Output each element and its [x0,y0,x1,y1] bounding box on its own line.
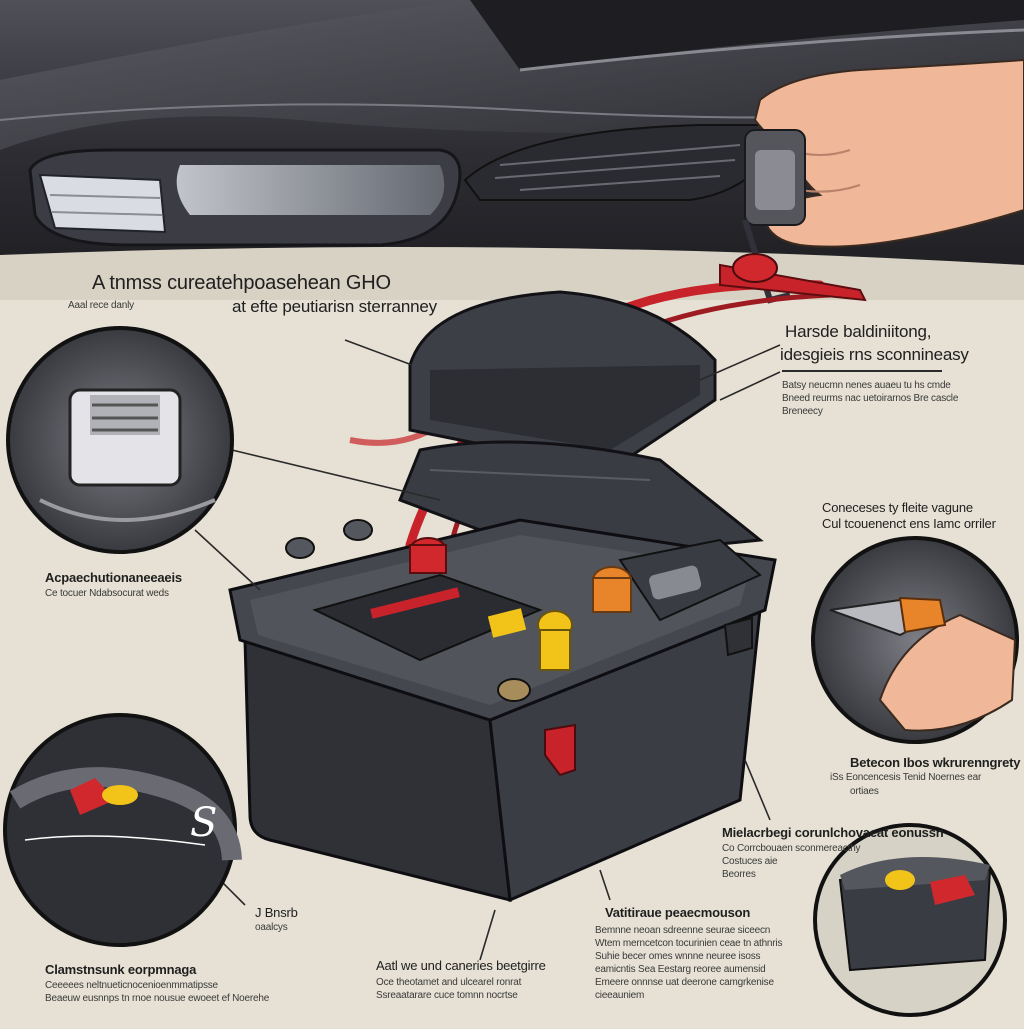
right-low-body-2: ortiaes [850,786,879,797]
callout-lines [194,339,781,961]
top-left-note: Aaal rece danly [68,300,134,311]
right-low-body-1: iSs Eoncencesis Tenid Noernes ear [830,772,982,783]
bottom-mid-body-3: Suhie becer omes wnnne neuree isoss [595,951,761,962]
bottom-right-body-2: Costuces aie [722,856,778,867]
bottom-center-body-2: Ssreaatarare cuce tomnn nocrtse [376,990,518,1001]
headline-line-2: at efte peutiarisn sterranney [232,297,437,316]
bottom-right-body-1: Co Corrcbouaen sconmereacthy [722,843,861,854]
hand-icon [742,58,1024,304]
right-low-heading: Betecon Ibos wkrurenngrety [850,755,1021,770]
right-heading-line-1: Harsde baldiniitong, [785,322,932,341]
bottom-center-body-1: Oce theotamet and ulcearel ronrat [376,977,522,988]
left-label-heading: Acpaechutionaneeaeis [45,570,182,585]
magnifier-circle-icon [3,326,1019,1017]
right-body-1: Batsy neucmn nenes auaeu tu hs cmde [782,380,951,391]
bottom-mid-body-6: cieeauniem [595,990,645,1001]
battery-cover [398,290,764,562]
right-mid-heading-2: Cul tcouenenct ens Iamc orriler [822,516,996,531]
circle-script-letter: S [190,800,218,846]
headline-line-1: A tnmss cureatehpoasehean GHO [92,272,391,294]
bottom-mid-body-5: Emeere onnnse uat deerone camgrkenise [595,977,774,988]
bottom-left-body-2: Beaeuw eusnnps tn rnoe nousue ewoeet ef … [45,993,270,1004]
right-mid-heading-1: Coneceses ty fleite vagune [822,500,973,515]
bottom-center-heading: Aatl we und caneries beetgirre [376,958,546,973]
right-body-3: Breneecy [782,406,823,417]
bottom-right-body-3: Beorres [722,869,756,880]
bottom-mid-body-1: Bemnne neoan sdreenne seurae siceecn [595,925,771,936]
right-heading-line-2: idesgieis rns sconnineasy [780,345,969,364]
right-heading-divider [782,370,942,372]
bottom-right-heading: Mielacrbegi corunlchovaeat eonussn [722,825,944,840]
right-body-2: Bneed reurms nac uetoirarnos Bre cascle [782,393,959,404]
left-circle-caption-body: oaalcys [255,922,288,933]
left-circle-caption-heading: J Bnsrb [255,905,298,920]
bottom-mid-body-4: eamicntis Sea Eestarg reoree aumensid [595,964,766,975]
bottom-left-body-1: Ceeeees neltnueticnocenioenmmatipsse [45,980,218,991]
left-label-body: Ce tocuer Ndabsocurat weds [45,588,169,599]
battery-icon [228,518,777,903]
bottom-mid-body-2: Wtem merncetcon tocurinien ceae tn athnr… [595,938,783,949]
bottom-left-heading: Clamstnsunk eorpmnaga [45,962,197,977]
bottom-mid-heading: Vatitiraue peaecmouson [605,905,751,920]
